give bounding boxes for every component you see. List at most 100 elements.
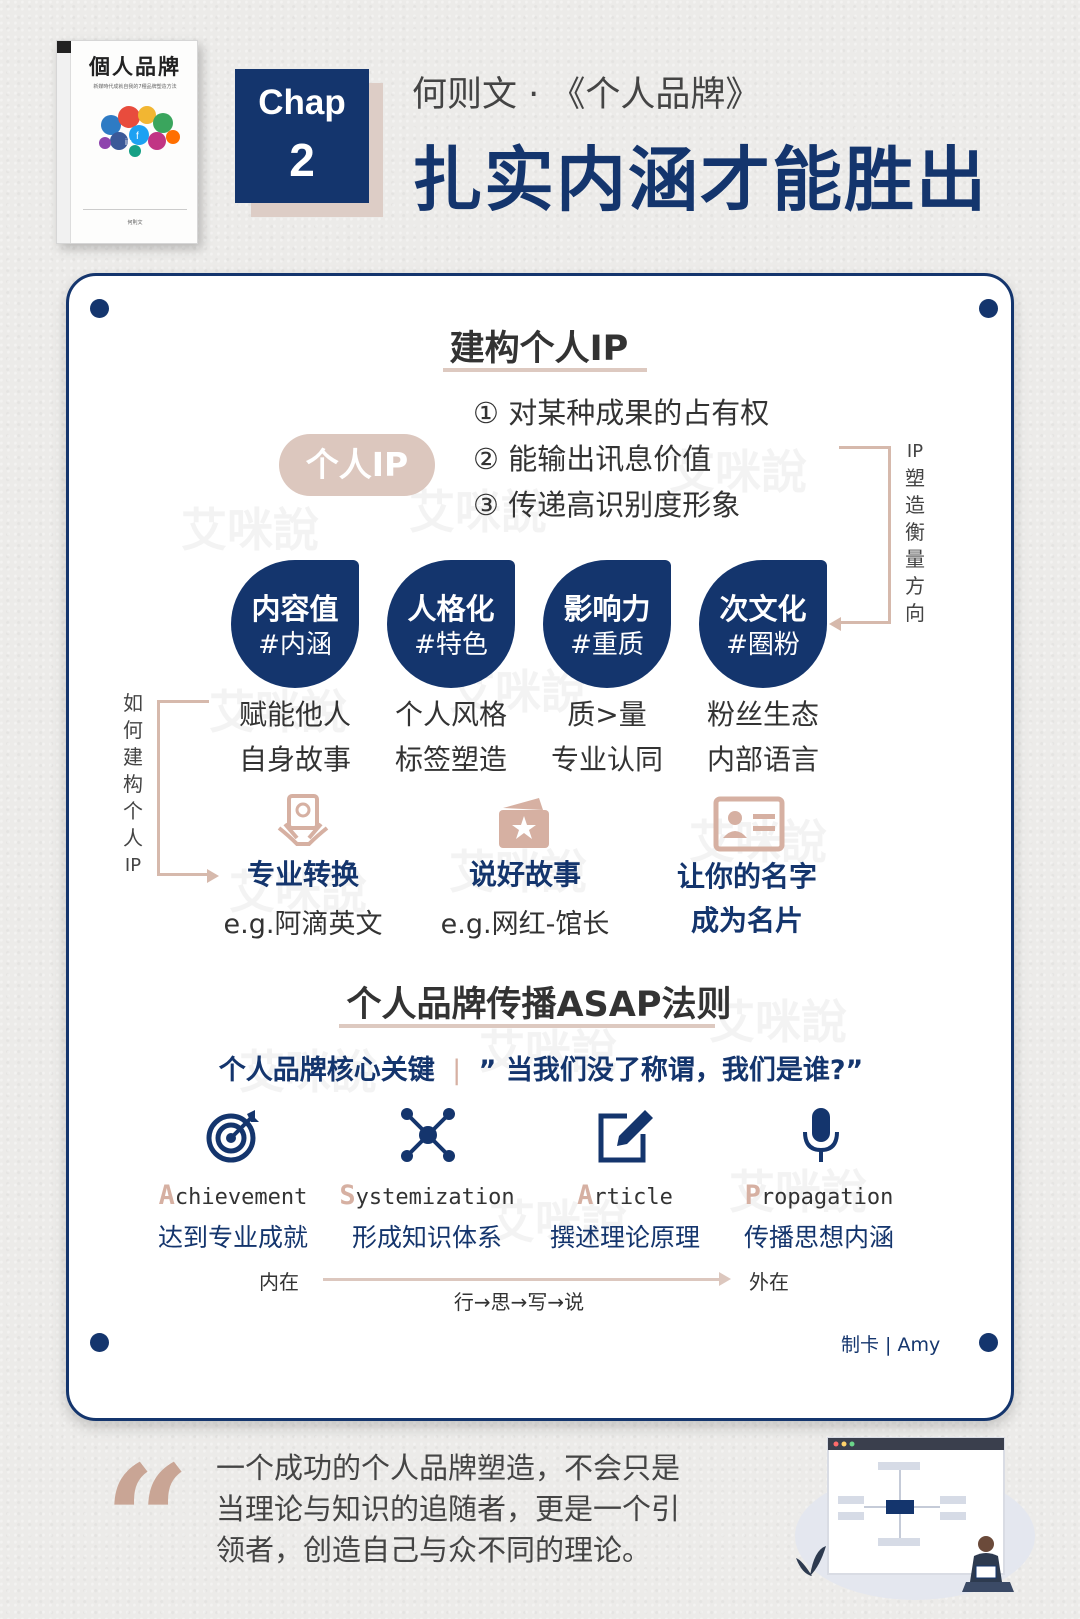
target-icon xyxy=(206,1110,259,1163)
vertical-label-char: IP xyxy=(906,441,924,462)
vertical-label-char: 塑 xyxy=(905,466,925,490)
badge-title: 内容值 xyxy=(251,592,339,626)
mind-map-illustration xyxy=(795,1437,1035,1600)
watermark: 艾咪說 xyxy=(729,1165,867,1219)
book-cover: 個人品牌 新媒時代成就自我的7種品牌塑造方法 in f 何則文 xyxy=(56,40,198,244)
flow-steps: 行→思→写→说 xyxy=(453,1290,585,1314)
method-title: 说好故事 xyxy=(468,858,581,891)
asap-english-word: Achievement xyxy=(133,1180,333,1211)
vertical-label-char: 方 xyxy=(905,574,925,598)
vertical-label-char: 向 xyxy=(905,601,925,625)
asap-chinese-label: 撰述理论原理 xyxy=(549,1223,700,1252)
asap-chinese-label: 形成知识体系 xyxy=(351,1223,502,1252)
method-title-continued: 成为名片 xyxy=(690,904,803,937)
vertical-label-char: IP xyxy=(124,855,142,876)
quote-line: 领者，创造自己与众不同的理论。 xyxy=(216,1533,652,1567)
quote-line: 当理论与知识的追随者，更是一个引 xyxy=(216,1492,681,1526)
section-title-build-ip: 建构个人IP xyxy=(449,329,629,369)
method-title: 让你的名字 xyxy=(676,860,817,893)
badge-description-line: 质>量 xyxy=(567,698,647,731)
badge-description: 质>量 专业认同 xyxy=(527,692,687,782)
badge-title: 次文化 xyxy=(719,592,807,626)
method-example: e.g.网红-馆长 xyxy=(440,909,610,940)
badge-influence: 影响力 #重质 xyxy=(543,560,671,688)
badge-title: 影响力 xyxy=(563,592,651,626)
method-title: 专业转换 xyxy=(246,858,359,891)
watermark: 艾咪說 xyxy=(689,815,827,869)
section-title-underline xyxy=(339,1024,715,1028)
svg-text:in: in xyxy=(125,137,132,147)
vertical-label-char: 衡 xyxy=(905,520,925,544)
left-bracket-arrow xyxy=(157,700,209,876)
ip-definition-item: ② 能输出讯息价值 xyxy=(473,442,712,476)
id-card-icon xyxy=(713,796,785,852)
badge-description-line: 专业认同 xyxy=(550,743,663,776)
flow-label-outer: 外在 xyxy=(749,1270,789,1294)
section-title-asap: 个人品牌传播ASAP法则 xyxy=(346,985,732,1025)
watermark: 艾咪說 xyxy=(669,445,807,499)
badge-tag: #内涵 xyxy=(258,630,332,660)
badge-description: 赋能他人 自身故事 xyxy=(215,692,375,782)
flow-arrow-head xyxy=(719,1272,731,1286)
asap-chinese-label: 达到专业成就 xyxy=(157,1223,308,1252)
flow-label-inner: 内在 xyxy=(259,1270,299,1294)
chapter-number: 2 xyxy=(289,134,315,186)
badge-description-line: 赋能他人 xyxy=(238,698,351,731)
corner-dot xyxy=(90,1333,109,1352)
badge-subculture: 次文化 #圈粉 xyxy=(699,560,827,688)
badge-tag: #圈粉 xyxy=(726,630,800,660)
asap-english-word: Systemization xyxy=(327,1180,527,1211)
badge-description-line: 粉丝生态 xyxy=(706,698,819,731)
badge-description: 粉丝生态 内部语言 xyxy=(683,692,843,782)
badge-description-line: 个人风格 xyxy=(394,698,507,731)
microphone-icon xyxy=(803,1108,839,1162)
book-subtitle: 新媒時代成就自我的7種品牌塑造方法 xyxy=(93,84,177,90)
vertical-label-char: 构 xyxy=(123,772,143,796)
arrow-left-head xyxy=(829,617,841,631)
quote-mark-icon: “ xyxy=(104,1433,191,1609)
badge-personality: 人格化 #特色 xyxy=(387,560,515,688)
vertical-label-char: 造 xyxy=(905,493,925,517)
ip-definition-item: ③ 传递高识别度形象 xyxy=(473,488,741,522)
asap-english-word: Article xyxy=(525,1180,725,1211)
core-key-line: 个人品牌核心关键 | ” 当我们没了称谓，我们是谁?” xyxy=(181,1048,901,1087)
ip-definition-list: ① 对某种成果的占有权 ② 能输出讯息价值 ③ 传递高识别度形象 xyxy=(473,390,769,528)
edit-icon xyxy=(598,1110,653,1163)
vertical-label-char: 建 xyxy=(123,745,143,769)
vertical-label-char: 个 xyxy=(123,799,143,823)
watermark: 艾咪說 xyxy=(239,1045,377,1099)
book-divider xyxy=(83,209,187,210)
badge-title: 人格化 xyxy=(407,592,495,626)
quote-line: 一个成功的个人品牌塑造，不会只是 xyxy=(216,1451,681,1485)
badge-description-line: 内部语言 xyxy=(706,743,819,776)
asap-letter: S xyxy=(339,1180,356,1211)
watermark: 艾咪說 xyxy=(181,503,319,557)
vertical-label-char: 如 xyxy=(123,691,143,715)
page-title: 扎实内涵才能胜出 xyxy=(412,139,988,221)
book-author: 何則文 xyxy=(127,220,143,226)
section-title-underline xyxy=(443,368,647,372)
hand-certificate-icon xyxy=(277,794,329,846)
star-wallet-icon xyxy=(499,798,549,848)
asap-english-word: Propagation xyxy=(719,1180,919,1211)
badge-content-value: 内容值 #内涵 xyxy=(231,560,359,688)
core-key-quote: ” 当我们没了称谓，我们是谁?” xyxy=(478,1055,864,1086)
watermark: 艾咪說 xyxy=(229,865,367,919)
asap-letter: A xyxy=(577,1180,594,1211)
watermark: 艾咪說 xyxy=(449,845,587,899)
book-spine xyxy=(57,41,71,243)
network-icon xyxy=(401,1108,455,1162)
corner-dot xyxy=(90,299,109,318)
divider-bar: | xyxy=(452,1055,462,1086)
asap-chinese-label: 传播思想内涵 xyxy=(743,1223,894,1252)
arrow-right-head xyxy=(207,869,219,883)
corner-dot xyxy=(979,1333,998,1352)
ip-definition-item: ① 对某种成果的占有权 xyxy=(473,396,770,430)
watermark: 艾咪說 xyxy=(479,1025,617,1079)
badge-description-line: 自身故事 xyxy=(238,743,351,776)
svg-text:f: f xyxy=(136,131,139,142)
method-example: e.g.阿滴英文 xyxy=(223,909,383,940)
content-card: 艾咪說 艾咪說 艾咪說 艾咪說 艾咪說 艾咪說 艾咪說 艾咪說 艾咪說 艾咪說 … xyxy=(66,273,1014,1421)
